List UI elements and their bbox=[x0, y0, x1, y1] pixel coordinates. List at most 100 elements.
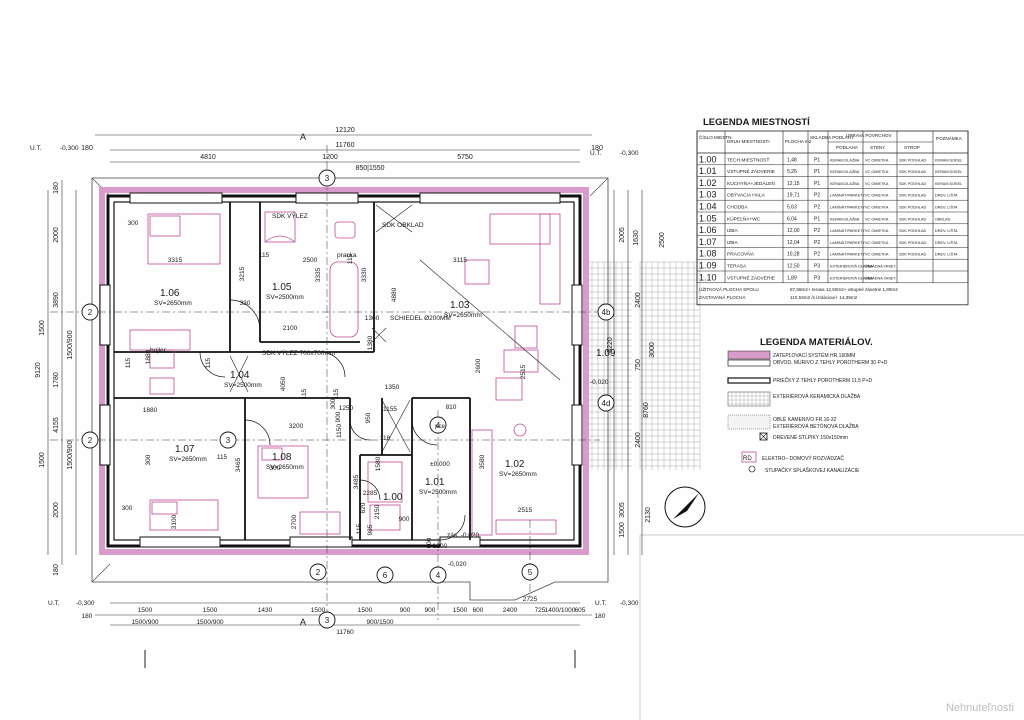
room-height: SV=2500mm bbox=[266, 294, 304, 301]
table-cell: VC OMIETKA bbox=[865, 182, 889, 186]
dimension-text: 2100 bbox=[283, 325, 298, 332]
dimension-text: 115 bbox=[356, 523, 363, 534]
table-cell: 1.00 bbox=[699, 154, 717, 164]
table-cell: VC OMIETKA bbox=[865, 229, 889, 233]
table-cell: OBKLAD bbox=[935, 217, 951, 221]
dimension-text: 3335 bbox=[315, 267, 322, 282]
table-cell: 1.01 bbox=[699, 166, 717, 176]
legend-item-text: PRIEČKY Z TEHLY POROTHERM 11,5 P+D bbox=[773, 377, 873, 384]
table-cell: KERAM.DLAŽBA bbox=[830, 169, 860, 174]
table-header: POZNÁMKA bbox=[936, 135, 963, 141]
dimension-text: 3485 bbox=[353, 474, 360, 489]
level-text: U.T. bbox=[30, 145, 42, 152]
legend-item-text: EXTERIÉROVÁ KERAMICKÁ DLAŽBA bbox=[773, 392, 861, 400]
dimension-text: 1500 bbox=[619, 522, 626, 538]
dimension-text: 180 bbox=[53, 564, 60, 576]
table-cell: KERAM.DLAŽBA bbox=[830, 181, 860, 186]
dimension-text: 1500 bbox=[39, 452, 46, 468]
note-text: zás. -0,020 bbox=[447, 532, 480, 539]
dimension-text: 180 bbox=[53, 182, 60, 194]
note-text: ±0,000 bbox=[430, 461, 450, 468]
dimension-text: 3330 bbox=[361, 267, 368, 282]
room-number: 1.02 bbox=[505, 459, 525, 470]
dimension-text: 2400 bbox=[635, 292, 642, 308]
table-subheader: STROP bbox=[904, 145, 920, 150]
room-height: SV=2500mm bbox=[419, 489, 457, 496]
dimension-text: 115 bbox=[125, 357, 132, 368]
grid-bubble-label: 4 bbox=[436, 571, 441, 580]
grid-bubble-label: 2 bbox=[88, 308, 93, 317]
dimension-text: 2150 bbox=[374, 504, 381, 519]
dimension-text: 1350 bbox=[385, 384, 400, 391]
table-cell: 1.09 bbox=[699, 261, 717, 271]
dimension-text: 300 bbox=[128, 220, 139, 227]
dimension-text: 3000 bbox=[649, 342, 656, 358]
table-cell: OBÝVACIA HALA bbox=[727, 192, 766, 199]
dimension-text: 2400 bbox=[503, 607, 518, 614]
note-text: pracka bbox=[337, 252, 357, 259]
table-cell: IZBA bbox=[727, 240, 738, 246]
table-cell: VC OMIETKA bbox=[865, 158, 889, 162]
table-cell: LAMINÁT/PARKETY bbox=[830, 241, 865, 245]
dimension-text: 900 bbox=[335, 411, 342, 422]
room-number: 1.06 bbox=[160, 288, 180, 299]
dimension-text: 1250 bbox=[339, 405, 354, 412]
table-cell: SDK PODHLAD bbox=[899, 194, 926, 198]
dimension-text: 115 bbox=[217, 454, 228, 461]
table-cell: SDK PODHLAD bbox=[899, 170, 926, 174]
table-cell: P2 bbox=[814, 205, 820, 211]
table-cell: 1.10 bbox=[699, 272, 717, 282]
dimension-text: 2725 bbox=[523, 596, 538, 603]
table-cell: 5,63 bbox=[787, 205, 797, 211]
grid-bubble-label: 4b bbox=[602, 308, 611, 317]
grid-bubble: 2 bbox=[81, 303, 99, 321]
level-text: U.T. bbox=[48, 600, 60, 607]
dimension-text: 1500/900 bbox=[67, 440, 74, 469]
dimension-text: 118 bbox=[380, 435, 391, 442]
table-cell: VC OMIETKA bbox=[865, 241, 889, 245]
dimension-text: 600 bbox=[473, 607, 484, 614]
table-cell: SDK PODHLAD bbox=[899, 241, 926, 245]
section-label: A bbox=[300, 617, 306, 627]
table-header: SKLADBA PODLAHY bbox=[810, 135, 854, 140]
table-cell: SDK PODHLAD bbox=[899, 206, 926, 210]
dimension-text: 900/1500 bbox=[366, 619, 393, 626]
table-cell: LAMINÁT/PARKETY bbox=[830, 229, 865, 233]
dimension-text: 1500 bbox=[203, 607, 218, 614]
table-subheader: PODLAHA bbox=[836, 145, 859, 150]
level-text: U.T. bbox=[590, 150, 602, 157]
dimension-text: 605 bbox=[575, 607, 586, 614]
dimension-text: 1150 bbox=[336, 424, 343, 438]
dimension-text: 300 bbox=[270, 465, 281, 472]
level-text: -0,300 bbox=[620, 600, 639, 607]
dimension-text: 300 bbox=[330, 398, 337, 409]
grid-bubble: 3 bbox=[219, 431, 237, 449]
table-cell: P2 bbox=[814, 228, 820, 234]
room-height: SV=2500mm bbox=[224, 382, 262, 389]
dimension-text: 115 bbox=[347, 253, 354, 264]
level-text: -0,300 bbox=[76, 600, 95, 607]
legend-item-text: DREVENÉ STĹPIKY 150x150mm bbox=[773, 434, 848, 441]
table-cell: 1,89 bbox=[787, 275, 797, 281]
note-text: SCHIEDEL Ø200MM bbox=[390, 315, 451, 322]
table-cell: P1 bbox=[814, 216, 820, 222]
dimension-text: 3115 bbox=[453, 257, 467, 264]
dimension-lines bbox=[47, 134, 643, 626]
note-text: bojler bbox=[150, 347, 167, 354]
dimension-text: 1500 bbox=[311, 607, 326, 614]
furniture bbox=[129, 211, 561, 536]
room-height: SV=2650mm bbox=[154, 300, 192, 307]
dimension-text: 2005 bbox=[619, 227, 626, 243]
grid-bubble: 4d bbox=[597, 394, 615, 412]
level-text: U.T. bbox=[595, 600, 607, 607]
door-swings bbox=[199, 299, 466, 541]
grid-bubble-label: 3 bbox=[226, 436, 231, 445]
legend-item-text: OBVOD. MURIVO Z TEHLY POROTHERM 30 P+D bbox=[773, 360, 888, 366]
legend-symbol: RD bbox=[743, 456, 752, 462]
dimension-text: 115 bbox=[259, 252, 270, 259]
table-cell: P1 bbox=[814, 169, 820, 175]
note-text: pce bbox=[435, 424, 445, 430]
room-number: 1.09 bbox=[596, 348, 616, 359]
